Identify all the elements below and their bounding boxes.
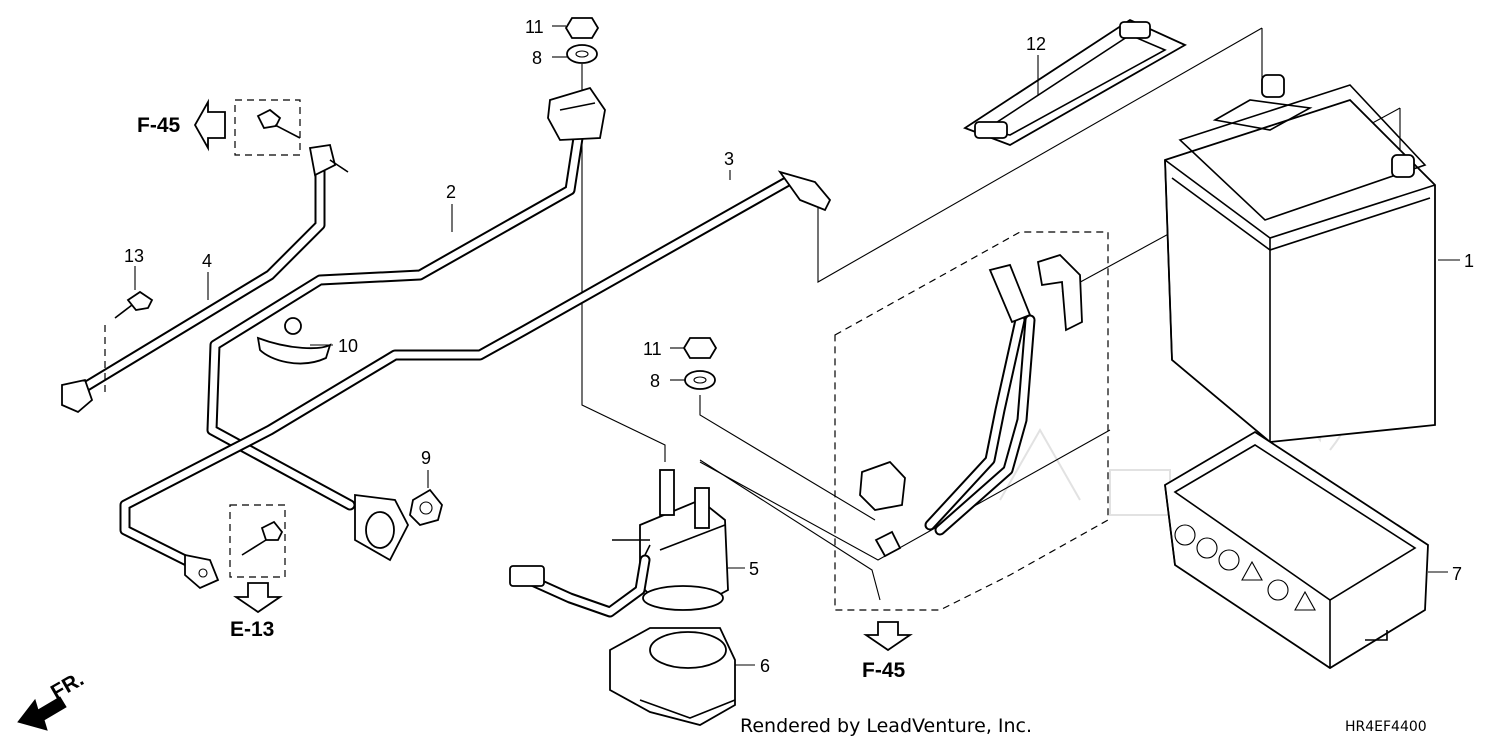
- reference-boxes: [104, 99, 1109, 611]
- cable-2: [206, 86, 606, 562]
- callout-8-mid: 8: [650, 371, 660, 391]
- washer-8-top: [566, 44, 598, 64]
- ref-f45-top: F-45: [137, 114, 181, 137]
- front-direction-icon: [17, 696, 67, 731]
- render-credit: Rendered by LeadVenture, Inc.: [740, 715, 1032, 737]
- cable-4: [61, 143, 349, 414]
- clamp-10: [256, 336, 332, 365]
- callout-2: 2: [446, 182, 456, 202]
- callout-11-top: 11: [525, 17, 544, 37]
- battery: [1164, 74, 1436, 443]
- callout-9: 9: [421, 448, 431, 468]
- arrow-f45-top: [193, 98, 226, 152]
- leader-lines: [581, 27, 1401, 601]
- bolt-f45: [256, 108, 282, 129]
- callout-12: 12: [1026, 34, 1046, 54]
- ref-front: FR.: [47, 667, 88, 704]
- callout-7: 7: [1452, 564, 1462, 584]
- callout-leaders: [134, 25, 1460, 666]
- battery-band: [963, 18, 1187, 146]
- ref-f45-bottom: F-45: [862, 659, 906, 682]
- callout-10: 10: [338, 336, 358, 356]
- battery-box: [1164, 430, 1429, 670]
- callout-13: 13: [124, 246, 144, 266]
- starter-relay: [509, 469, 729, 618]
- callout-4: 4: [202, 251, 212, 271]
- arrow-icon: [193, 98, 913, 652]
- callout-1: 1: [1464, 251, 1474, 271]
- relay-cover: [609, 627, 736, 726]
- cable-3: [119, 170, 832, 590]
- washer-8-mid: [684, 370, 716, 390]
- hardware: [114, 17, 718, 556]
- arrow-e13: [233, 582, 283, 614]
- callout-11-mid: 11: [643, 339, 662, 359]
- bolt-13: [126, 290, 154, 311]
- nut-11-top: [564, 17, 600, 39]
- nut-11-mid: [682, 337, 718, 359]
- arrow-f45-bottom: [863, 621, 913, 652]
- callout-8-top: 8: [532, 48, 542, 68]
- diagram-code: HR4EF4400: [1345, 719, 1427, 735]
- callout-6: 6: [760, 656, 770, 676]
- callout-3: 3: [724, 149, 734, 169]
- nut-9: [409, 488, 443, 527]
- bolt-e13: [260, 520, 284, 541]
- callout-5: 5: [749, 559, 759, 579]
- ref-e13: E-13: [230, 618, 274, 641]
- sub-harness: [859, 253, 1083, 558]
